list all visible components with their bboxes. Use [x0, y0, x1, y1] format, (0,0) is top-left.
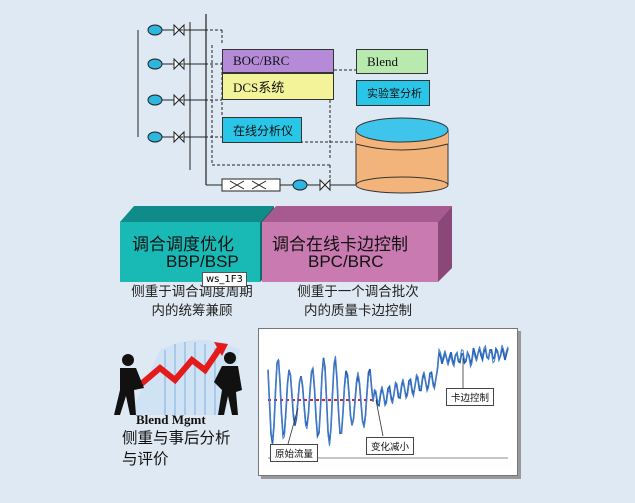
banner-left-subtitle: BBP/BSP — [166, 252, 239, 271]
dcs-box: DCS系统 — [222, 73, 334, 100]
growth-arrow-icon — [138, 346, 223, 388]
label-raw-flow: 原始流量 — [270, 444, 319, 462]
product-flow-meter-icon — [292, 179, 308, 191]
label-reduced-variation: 变化减小 — [366, 437, 415, 455]
valve-icons — [173, 23, 185, 144]
banner-left: 调合调度优化 BBP/BSP — [120, 222, 260, 282]
banner-left-title: 调合调度优化 — [132, 235, 234, 255]
tooltip-tag: ws_1F3 — [202, 272, 247, 287]
desc-bottom: 侧重与事后分析 与评价 — [122, 428, 231, 470]
product-line — [206, 178, 370, 192]
tank-icon — [355, 117, 449, 194]
blend-box: Blend — [356, 49, 428, 74]
product-valve-icon — [319, 178, 331, 192]
banner-right-subtitle: BPC/BRC — [308, 252, 384, 271]
desc-bottom-line2: 与评价 — [122, 450, 169, 468]
lab-analysis-box: 实验室分析 — [356, 80, 430, 106]
graph-callout-lines — [287, 358, 464, 445]
banner-right-title: 调合在线卡边控制 — [272, 235, 408, 255]
desc-right: 侧重于一个调合批次 内的质量卡边控制 — [278, 283, 438, 321]
label-edge-control: 卡边控制 — [446, 388, 495, 406]
boc-brc-box: BOC/BRC — [222, 49, 334, 73]
process-flow-diagram — [137, 14, 449, 194]
flow-meter-icons — [147, 24, 163, 143]
desc-right-line1: 侧重于一个调合批次 — [297, 284, 419, 300]
blend-mgmt-illustration — [114, 340, 242, 415]
desc-right-line2: 内的质量卡边控制 — [304, 303, 412, 319]
desc-left-line1: 侧重于调合调度周期 — [131, 284, 253, 300]
desc-left-line2: 内的统筹兼顾 — [151, 303, 233, 319]
banner-right: 调合在线卡边控制 BPC/BRC — [262, 222, 438, 282]
people-silhouette-icon — [114, 352, 242, 415]
blend-mgmt-label: Blend Mgmt — [136, 412, 206, 427]
desc-bottom-line1: 侧重与事后分析 — [122, 429, 231, 447]
analyzer-box: 在线分析仪 — [222, 117, 302, 143]
desc-left: 侧重于调合调度周期 内的统筹兼顾 — [112, 283, 272, 321]
